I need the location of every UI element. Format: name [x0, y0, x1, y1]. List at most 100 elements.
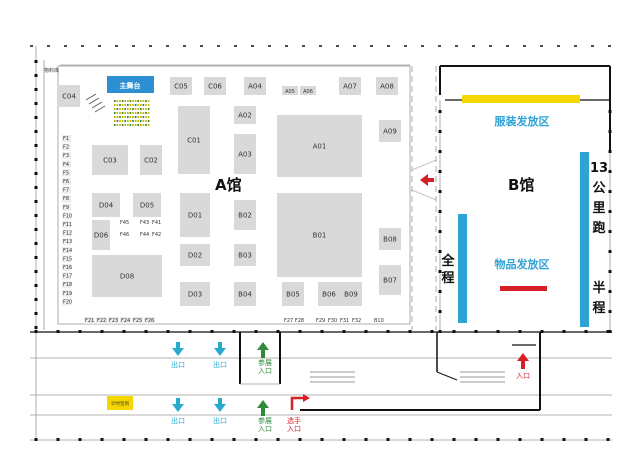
pillar-dots: [34, 60, 612, 441]
booth-a08: [376, 77, 398, 95]
booth-label-f44: F44: [140, 232, 149, 238]
booth-a04: [244, 77, 266, 95]
booth-label-a08: A08: [380, 83, 394, 91]
booth-label-c06: C06: [208, 83, 222, 91]
pillar: [144, 330, 148, 333]
pillar: [608, 210, 612, 213]
pillar: [34, 74, 38, 77]
apparel-zone-label: 服装发放区: [495, 114, 550, 128]
main-stage: [107, 76, 154, 93]
seat-dot: [129, 112, 132, 114]
f-booth-box: [62, 255, 71, 263]
booth-label-f45: F45: [120, 220, 129, 226]
booth-label-a03: A03: [238, 151, 252, 159]
hall-connector-arrow-icon: [411, 159, 437, 201]
seat-dot: [137, 112, 139, 114]
booth-label-f43: F43: [140, 220, 149, 226]
seat-dot: [137, 104, 139, 106]
seat-dot: [129, 100, 132, 102]
f-booth-label: F29: [316, 318, 325, 324]
seat-dot: [132, 124, 134, 126]
seat-dot: [129, 104, 132, 106]
booth-label-b08: B08: [383, 236, 397, 244]
seat-dot: [121, 124, 124, 126]
f-booth-label: F23: [109, 318, 118, 324]
seat-dot: [119, 100, 121, 102]
seat-dot: [140, 112, 142, 114]
booth-a09: [379, 120, 401, 142]
pillar: [188, 330, 192, 333]
booth-label-c02: C02: [144, 157, 158, 165]
seat-dot: [129, 108, 132, 110]
f-booth-box: [96, 317, 107, 324]
f-booth-label: F22: [97, 318, 106, 324]
booth-label-d06: D06: [94, 232, 109, 240]
pillar: [386, 330, 390, 333]
f-booth-box: [62, 160, 71, 168]
seat-dot: [142, 112, 145, 114]
seat-dot: [114, 100, 116, 102]
seat-dot: [147, 112, 150, 114]
seat-dot: [140, 108, 142, 110]
pillar: [34, 284, 38, 287]
booth-d03: [180, 282, 210, 306]
booth-label-a01: A01: [313, 143, 327, 151]
seat-dot: [132, 116, 134, 118]
pillar: [78, 330, 82, 333]
seat-dot: [124, 104, 126, 106]
pillar: [254, 438, 258, 441]
seat-dot: [127, 112, 129, 114]
seat-dot: [114, 104, 116, 106]
exit-doors: 出口出口出口出口: [171, 342, 227, 425]
seat-dot: [124, 112, 126, 114]
pillar: [408, 438, 412, 441]
f-booth-label: F4: [63, 162, 69, 168]
seat-dot: [114, 112, 116, 114]
pillar: [438, 110, 442, 113]
pillar: [608, 230, 612, 233]
pillar: [364, 438, 368, 441]
seat-dot: [129, 120, 132, 122]
seat-dot: [129, 116, 132, 118]
pillar: [438, 290, 442, 293]
booth-d06: [92, 220, 110, 250]
booth-label-c03: C03: [103, 157, 117, 165]
seat-dot: [134, 116, 137, 118]
f-column-booths: F1F2F3F4F5F6F7F8F9F10F11F12F13F14F15F16F…: [62, 135, 72, 306]
f-booth-label: F10: [63, 213, 72, 219]
pillar: [34, 158, 38, 161]
seat-dot: [124, 120, 126, 122]
seat-dot: [145, 112, 147, 114]
apparel-counter: [462, 95, 580, 103]
pillar: [364, 330, 368, 333]
booth-d04: [92, 193, 120, 217]
pillar: [34, 312, 38, 315]
f-booth-label: F19: [63, 291, 72, 297]
booth-label-d03: D03: [188, 291, 202, 299]
booth-a03: [234, 134, 256, 174]
full-marathon-char-1: 全: [440, 253, 455, 269]
seat-dot: [132, 120, 134, 122]
f-booth-box: [62, 152, 71, 160]
pillar: [606, 438, 610, 441]
pillar: [34, 256, 38, 259]
f-booth-label: F7: [63, 188, 69, 194]
seat-dot: [124, 108, 126, 110]
pillar: [608, 130, 612, 133]
pillar: [298, 330, 302, 333]
seat-dot: [134, 100, 137, 102]
f-booth-label: F20: [63, 299, 72, 305]
pillar: [100, 330, 104, 333]
booth-label-a04: A04: [248, 83, 262, 91]
pillar: [34, 438, 38, 441]
thirteen-km-char-2: 公: [592, 181, 605, 196]
booth-label-a09: A09: [383, 128, 397, 136]
seat-dot: [142, 100, 145, 102]
booth-c01: [178, 106, 210, 174]
exit-label: 出口: [213, 360, 227, 369]
exit-label: 出口: [171, 416, 185, 425]
booth-label-b04: B04: [238, 291, 252, 299]
seat-dot: [132, 104, 134, 106]
pillar: [144, 438, 148, 441]
